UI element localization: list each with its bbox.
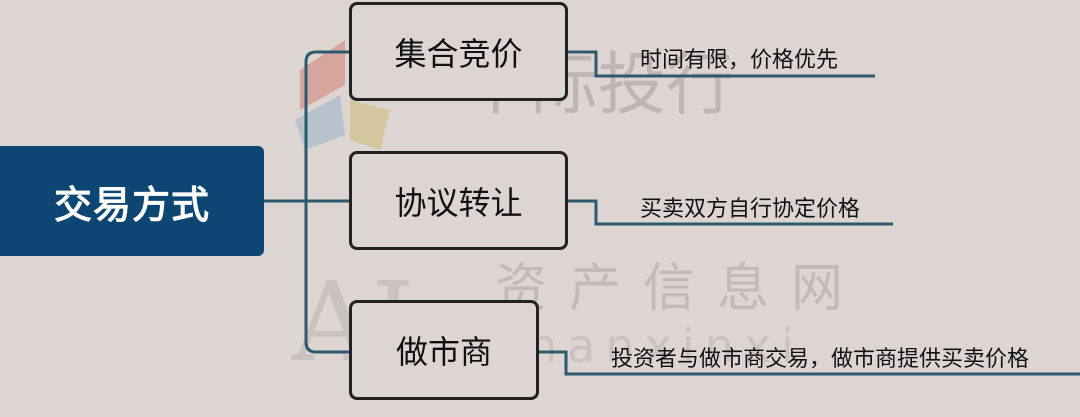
branch-description: 买卖双方自行协定价格: [640, 197, 861, 222]
branch-2-connector: [566, 199, 893, 226]
trunk-connector: [304, 50, 350, 354]
branch-1-connector: [566, 50, 875, 78]
root-node: 交易方式: [0, 146, 264, 256]
branch-label: 做市商: [395, 333, 492, 371]
branch-node-call-auction: 集合竞价: [349, 2, 568, 101]
branch-label: 协议转让: [394, 183, 523, 222]
branch-node-negotiated-transfer: 协议转让: [349, 151, 568, 250]
branch-3-connector: [537, 350, 1080, 376]
branch-label: 集合竞价: [394, 34, 523, 73]
branch-node-market-maker: 做市商: [349, 300, 539, 400]
root-label: 交易方式: [53, 182, 210, 227]
branch-description: 投资者与做市商交易，做市商提供买卖价格: [611, 347, 1030, 372]
branch-description: 时间有限，价格优先: [640, 48, 839, 73]
